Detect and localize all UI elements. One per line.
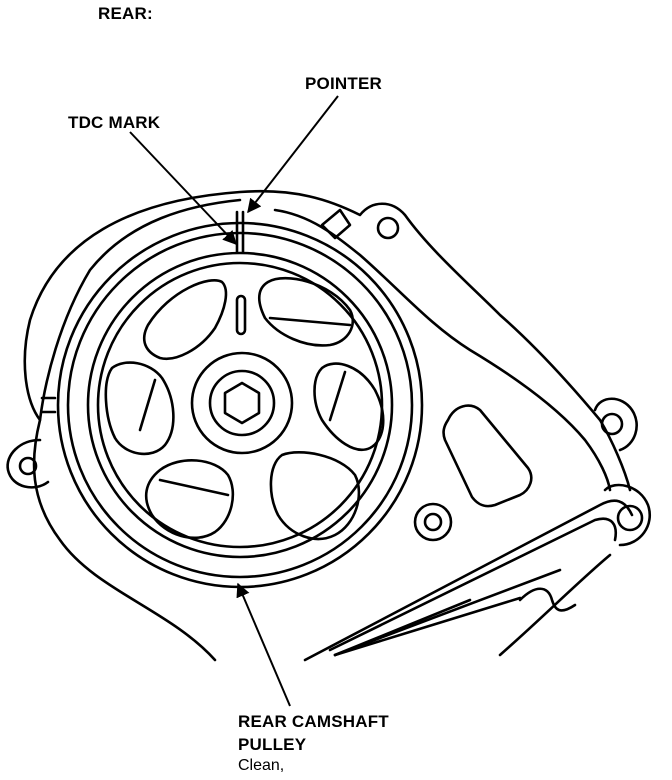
timing-belt-upper: [328, 517, 617, 652]
belt-leader-2: [333, 596, 522, 657]
spoke-edge-1: [158, 478, 230, 497]
belt-leader-3: [333, 598, 472, 657]
spoke-window-1: [143, 279, 228, 361]
cover-boss-hole: [423, 512, 443, 532]
pulley-label-line1: REAR CAMSHAFT: [238, 712, 389, 731]
upper-bolt-hole: [376, 216, 400, 240]
pulley-leader: [236, 582, 291, 707]
pulley-label-line2: PULLEY: [238, 735, 307, 754]
right-lower-ear: [603, 483, 651, 547]
spoke-edge-3: [138, 378, 157, 432]
key-slot: [235, 294, 247, 336]
cover-tab: [320, 208, 352, 240]
note-label: Clean,: [238, 757, 285, 774]
lower-cover-line: [498, 553, 612, 657]
left-bolt-hole: [18, 456, 38, 476]
spoke-edge-4: [328, 370, 347, 422]
pointer-leader: [247, 95, 339, 214]
hub-bolt: [223, 381, 261, 425]
hub-washer: [208, 369, 276, 437]
belt-cover-outline: [23, 189, 632, 662]
pulley-outer-ring: [56, 221, 424, 589]
tdc-mark-label: TDC MARK: [68, 113, 161, 132]
timing-belt-lower: [303, 499, 634, 662]
pulley-face: [86, 251, 394, 559]
right-bolt-hole: [600, 412, 624, 436]
spoke-window-5: [144, 459, 235, 540]
cover-boss: [413, 502, 453, 542]
belt-cover-inner-edge: [38, 198, 242, 422]
spoke-edge-2: [268, 316, 352, 327]
raised-panel: [442, 404, 533, 508]
pulley-web: [96, 261, 384, 549]
tdc-mark-leader: [129, 131, 237, 246]
spoke-window-4: [269, 451, 361, 541]
pulley-hub: [190, 351, 294, 455]
timing-belt-rib: [518, 587, 577, 612]
right-lower-bolt-hole: [616, 504, 644, 532]
heading: REAR:: [98, 4, 153, 23]
pointer-label: POINTER: [305, 74, 382, 93]
spoke-window-6: [104, 361, 175, 456]
spoke-window-2: [258, 276, 355, 347]
right-mounting-ear: [593, 397, 638, 452]
pulley-rim: [66, 231, 414, 579]
cover-inner-contour: [273, 208, 612, 492]
left-mounting-ear: [6, 438, 50, 489]
spoke-window-3: [313, 362, 385, 451]
